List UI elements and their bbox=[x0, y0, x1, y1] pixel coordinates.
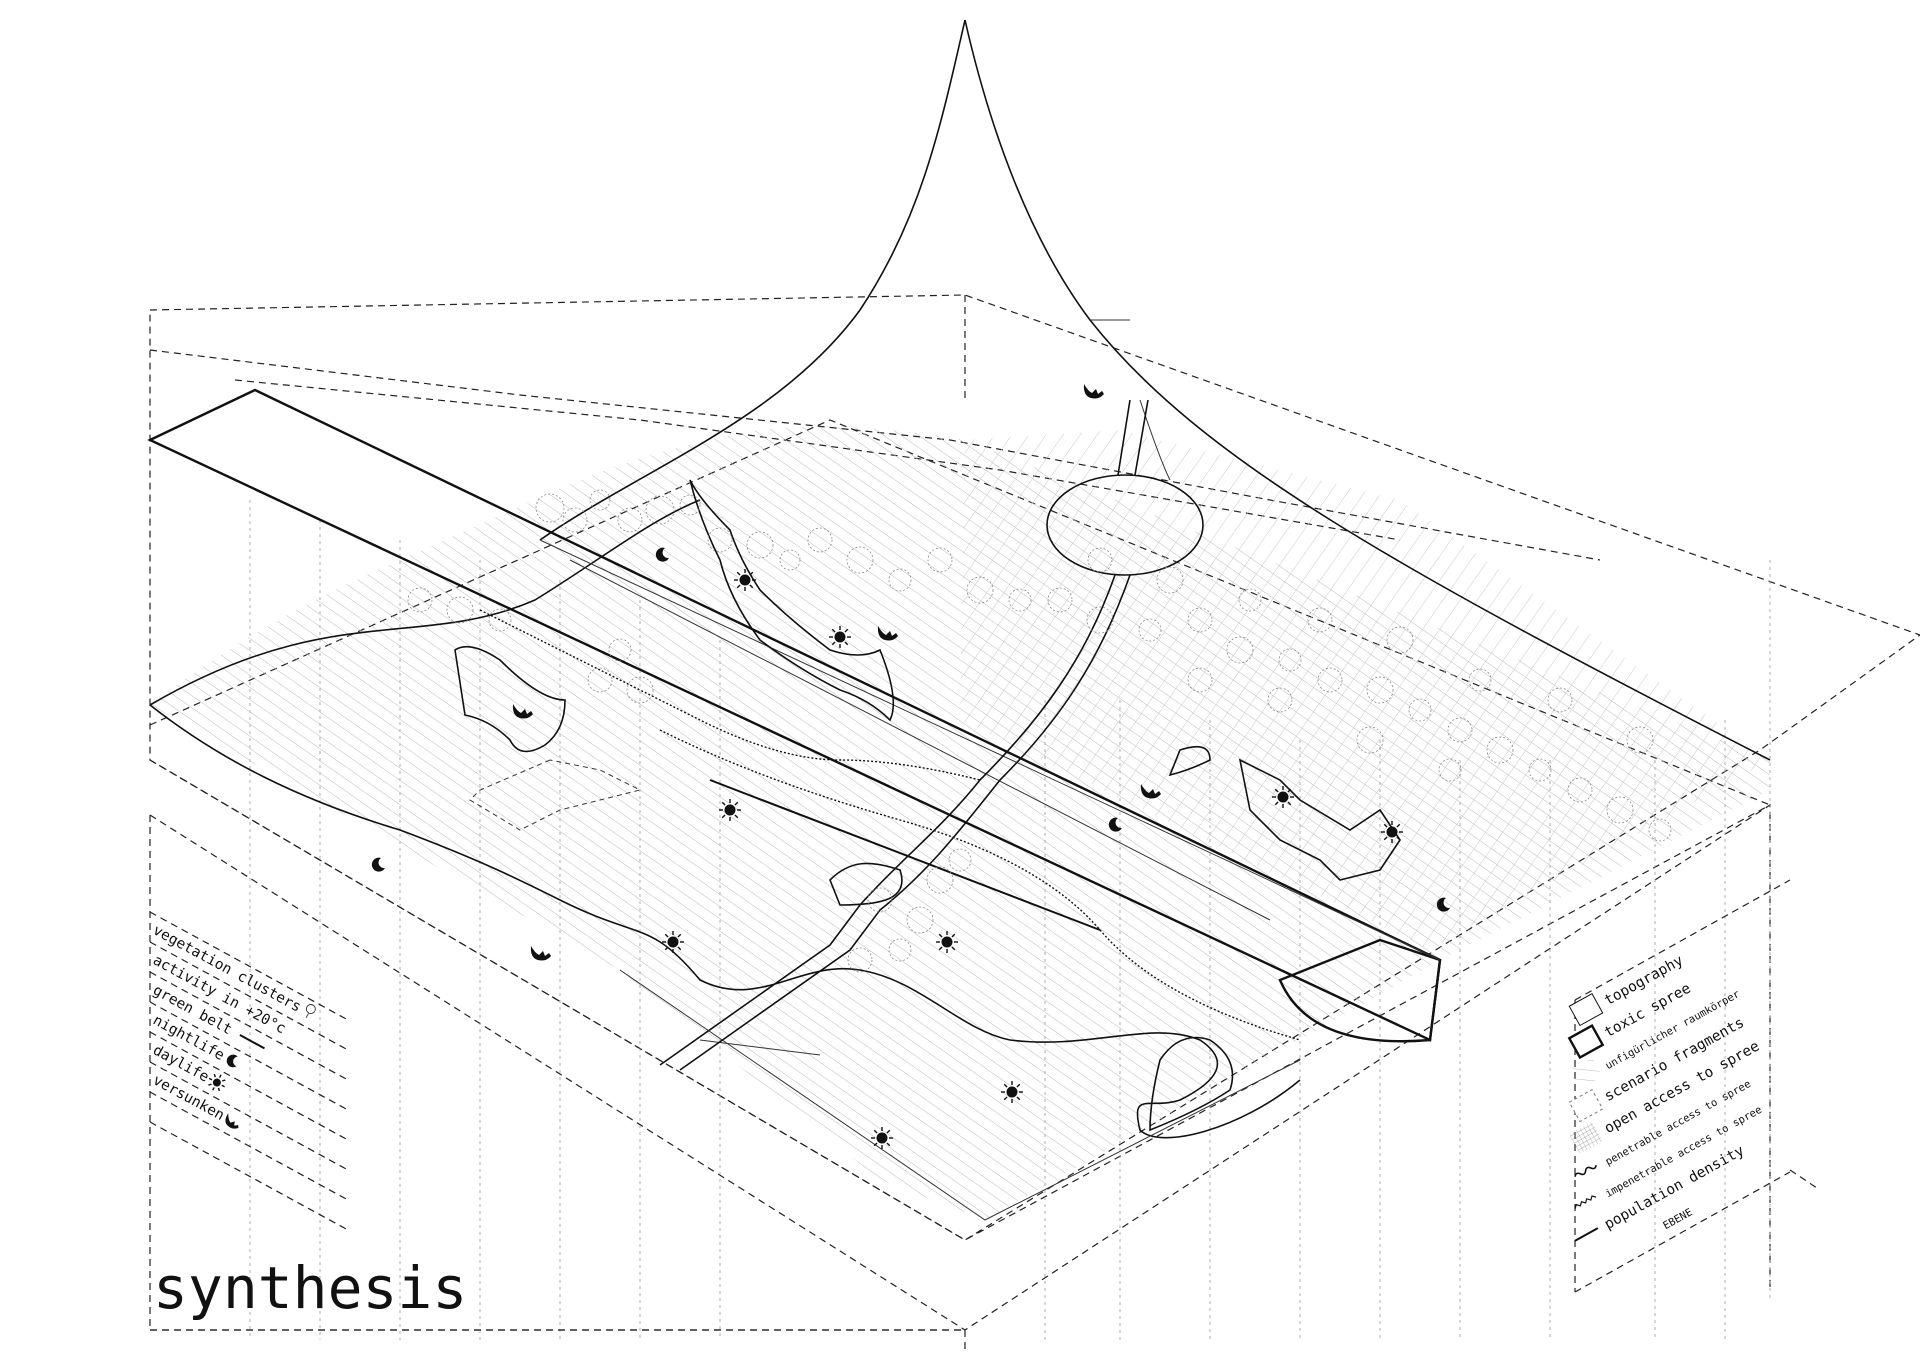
box-dashed bbox=[1568, 1088, 1604, 1123]
moon-icon bbox=[226, 1054, 238, 1068]
sun-icon bbox=[719, 799, 741, 821]
sun-icon bbox=[1272, 786, 1294, 808]
sun-icon bbox=[871, 1127, 893, 1149]
title-block: synthesis bbox=[150, 1254, 965, 1331]
sinking-icon bbox=[530, 946, 551, 961]
sinking-icon bbox=[225, 1113, 239, 1129]
moon-icon bbox=[1108, 817, 1122, 832]
box-grid bbox=[1569, 1121, 1603, 1154]
road-network bbox=[659, 399, 1204, 1071]
sun-icon bbox=[829, 626, 851, 648]
sun-icon bbox=[662, 931, 684, 953]
tree-icon bbox=[305, 1004, 316, 1019]
scenario-fragments bbox=[454, 479, 1401, 1132]
legend-right-label: EBENE bbox=[1661, 1206, 1694, 1232]
activity-symbols bbox=[371, 384, 1450, 1149]
topography-peak bbox=[539, 19, 1771, 761]
sun-icon bbox=[208, 1073, 226, 1092]
line bbox=[239, 1034, 265, 1050]
page-title: synthesis bbox=[153, 1254, 467, 1322]
sinking-icon bbox=[512, 704, 533, 719]
box-hatched bbox=[1569, 1057, 1603, 1090]
sun-icon bbox=[936, 931, 958, 953]
sinking-icon bbox=[1140, 784, 1161, 799]
box-thin bbox=[1568, 992, 1604, 1027]
right-field bbox=[960, 430, 1770, 950]
moon-icon bbox=[655, 547, 669, 562]
wave-line bbox=[1574, 1164, 1597, 1177]
river-band bbox=[147, 388, 1442, 1043]
moon-icon bbox=[371, 857, 385, 872]
solid-line bbox=[1574, 1227, 1599, 1242]
moon-icon bbox=[1436, 897, 1450, 912]
zigzag-line bbox=[1574, 1195, 1597, 1209]
vegetation-clusters bbox=[407, 489, 1672, 973]
sinking-icon bbox=[1083, 384, 1104, 399]
box-thick bbox=[1567, 1024, 1605, 1060]
sun-icon bbox=[1001, 1081, 1023, 1103]
sinking-icon bbox=[877, 626, 898, 641]
legend-right-item: EBENE bbox=[1661, 1206, 1694, 1232]
sun-icon bbox=[1381, 821, 1403, 843]
sun-icon bbox=[734, 569, 756, 591]
